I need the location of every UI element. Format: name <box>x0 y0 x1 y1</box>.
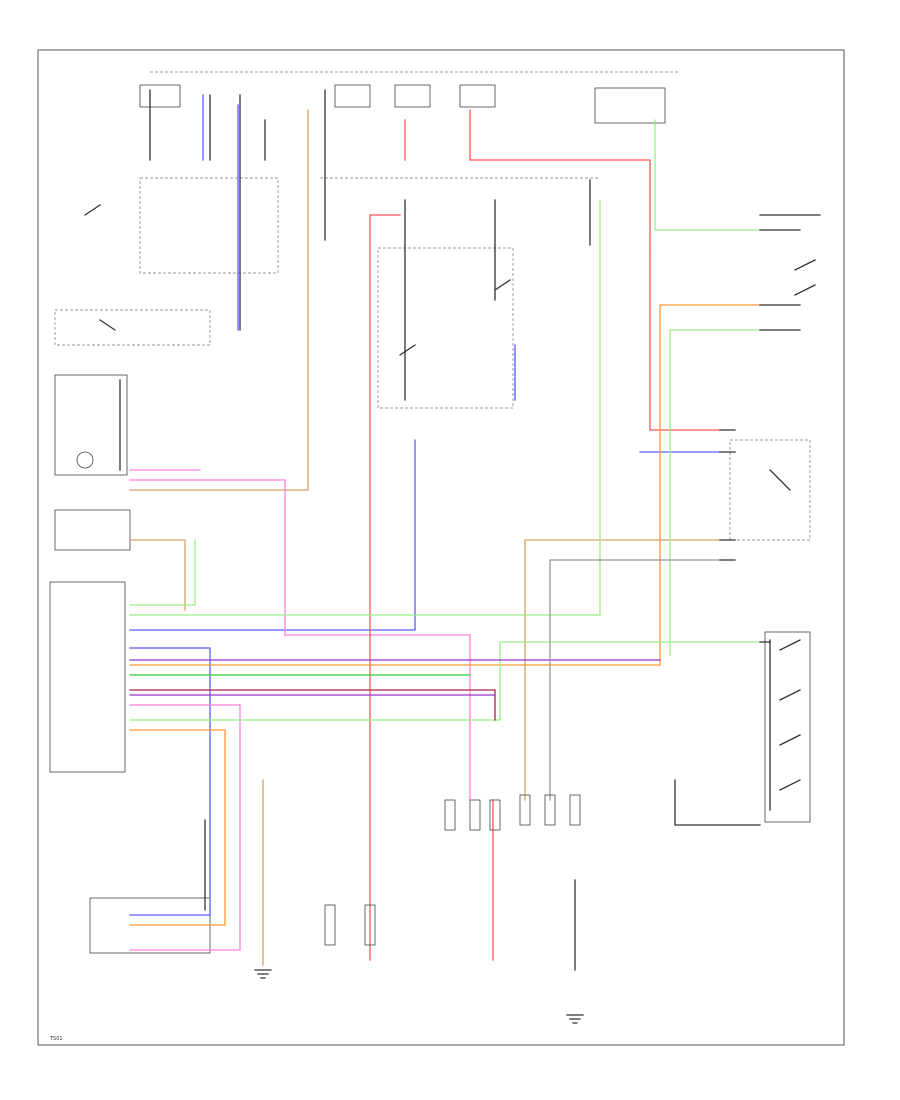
fuse-row <box>139 84 666 124</box>
cruise-control-switch-box <box>764 631 811 823</box>
connector-row <box>324 794 581 946</box>
wire-pink <box>129 704 241 951</box>
connector <box>444 799 456 831</box>
wire-black <box>119 379 576 971</box>
switch-contacts <box>84 204 816 791</box>
wire-red <box>649 249 721 431</box>
wire-orange <box>129 729 226 926</box>
wire-blue <box>129 439 416 631</box>
connector-arrows <box>719 214 821 643</box>
switch-icon <box>84 204 511 356</box>
wire-red <box>469 109 651 251</box>
fuse-block <box>139 84 181 108</box>
fuse-block <box>594 87 666 124</box>
connector <box>519 794 531 826</box>
wire-lgreen <box>129 539 196 606</box>
wire-tan <box>129 539 186 611</box>
engine-control-module <box>49 581 126 773</box>
connector <box>544 794 556 826</box>
wire-black <box>149 89 326 331</box>
wire-lgreen <box>129 199 601 616</box>
stop-lamp-switch-box <box>54 309 211 346</box>
wire-lgreen <box>654 119 761 231</box>
fuse-block <box>394 84 431 108</box>
cruise-main-switch-box <box>729 439 811 541</box>
accel-sensor-box <box>54 374 128 476</box>
wire-pink <box>129 479 471 801</box>
clutch-switch-box <box>377 247 514 409</box>
ignition-switch-box <box>139 177 279 274</box>
wire-black <box>404 179 591 401</box>
fuse-block <box>459 84 496 108</box>
wire-tan <box>524 539 721 801</box>
switch-icon <box>769 259 816 791</box>
fuse-block <box>334 84 371 108</box>
connector <box>489 799 501 831</box>
ground-symbols <box>254 969 584 1024</box>
connector <box>364 904 376 946</box>
wire-black <box>674 639 771 826</box>
wire-gray <box>549 559 721 801</box>
wire-maroon <box>129 689 496 721</box>
wire-tan <box>129 109 309 491</box>
wire-orange <box>129 304 761 666</box>
ground-icon <box>566 1014 584 1024</box>
accel-sensor-icon <box>76 451 94 469</box>
engine-ecu-small <box>54 509 131 551</box>
arrow-icon <box>719 214 821 643</box>
connector <box>569 794 581 826</box>
connector <box>324 904 336 946</box>
ground-icon <box>254 969 272 979</box>
diagram-frame <box>37 49 845 1046</box>
wire-blue <box>129 647 211 916</box>
wire-lgreen <box>129 641 761 721</box>
footer-code: TS01 <box>49 1036 63 1042</box>
connector <box>469 799 481 831</box>
wire-red <box>369 214 401 961</box>
wire-lgreen <box>669 329 761 656</box>
